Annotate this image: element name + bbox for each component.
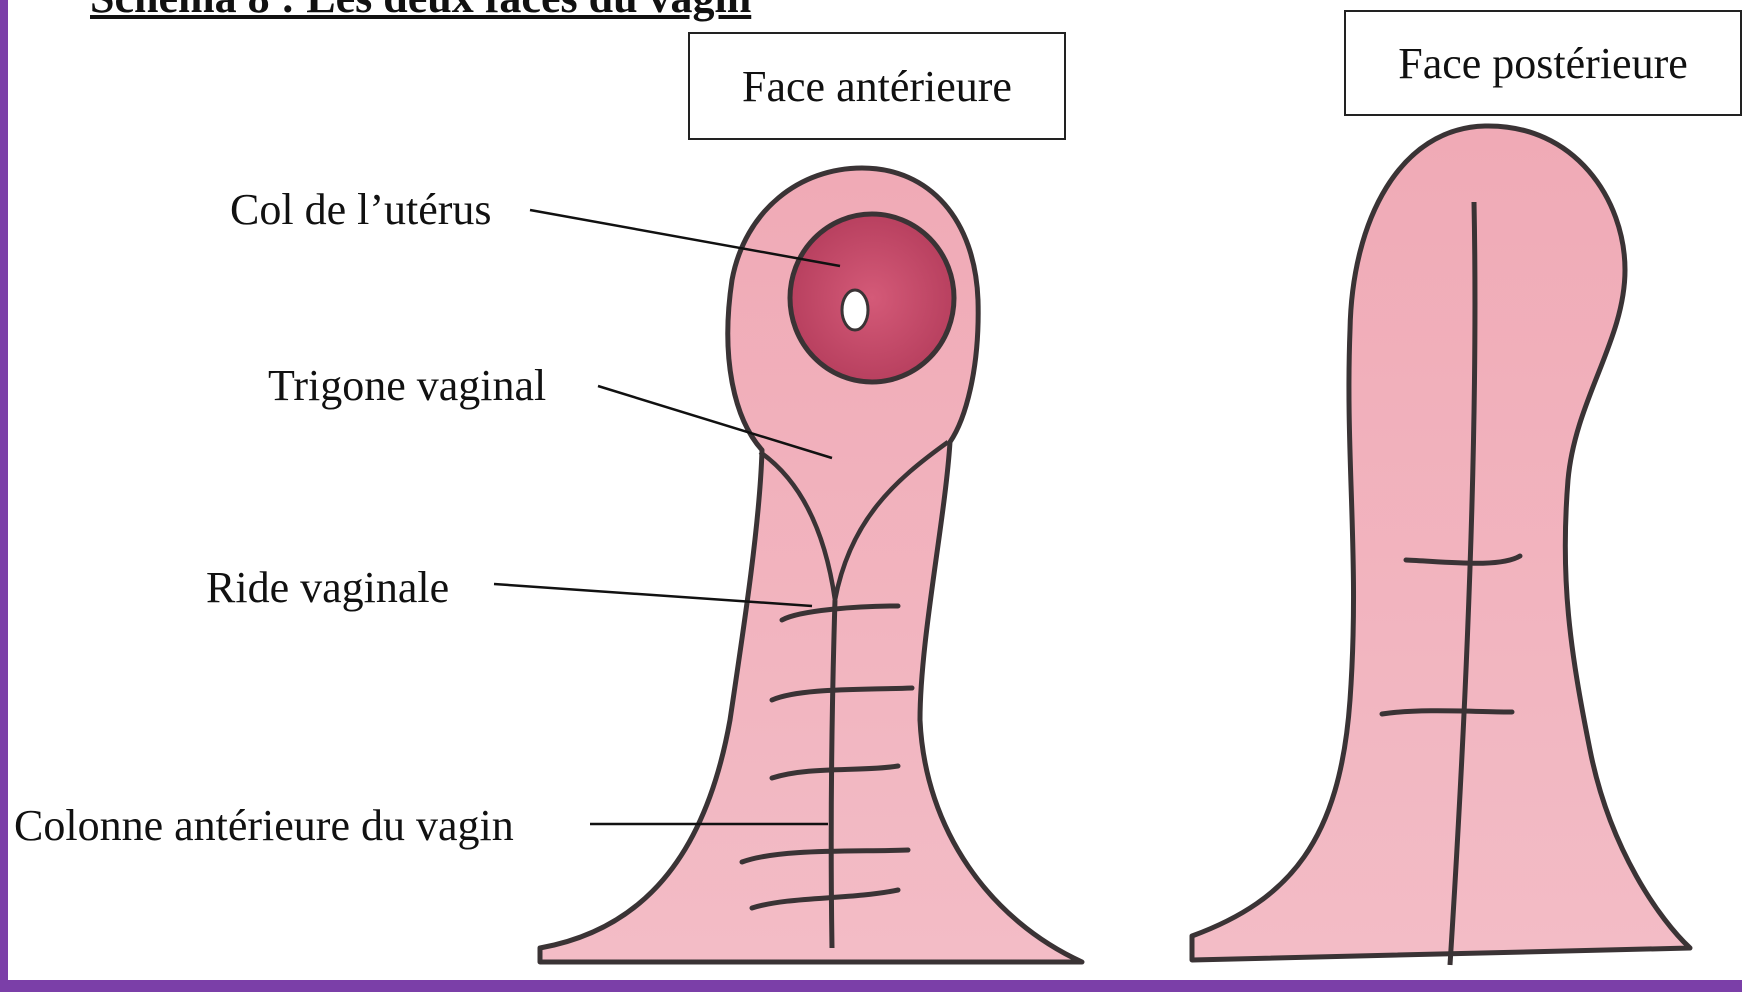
label-col-uterus: Col de l’utérus [230, 188, 492, 232]
posterior-outline [1192, 126, 1690, 960]
cervix-os [842, 290, 868, 330]
label-ride: Ride vaginale [206, 566, 449, 610]
label-colonne: Colonne antérieure du vagin [14, 804, 514, 848]
anterior-face-drawing [540, 168, 1082, 962]
posterior-face-drawing [1192, 126, 1690, 965]
cervix-outer [790, 214, 954, 382]
label-trigone: Trigone vaginal [268, 364, 546, 408]
